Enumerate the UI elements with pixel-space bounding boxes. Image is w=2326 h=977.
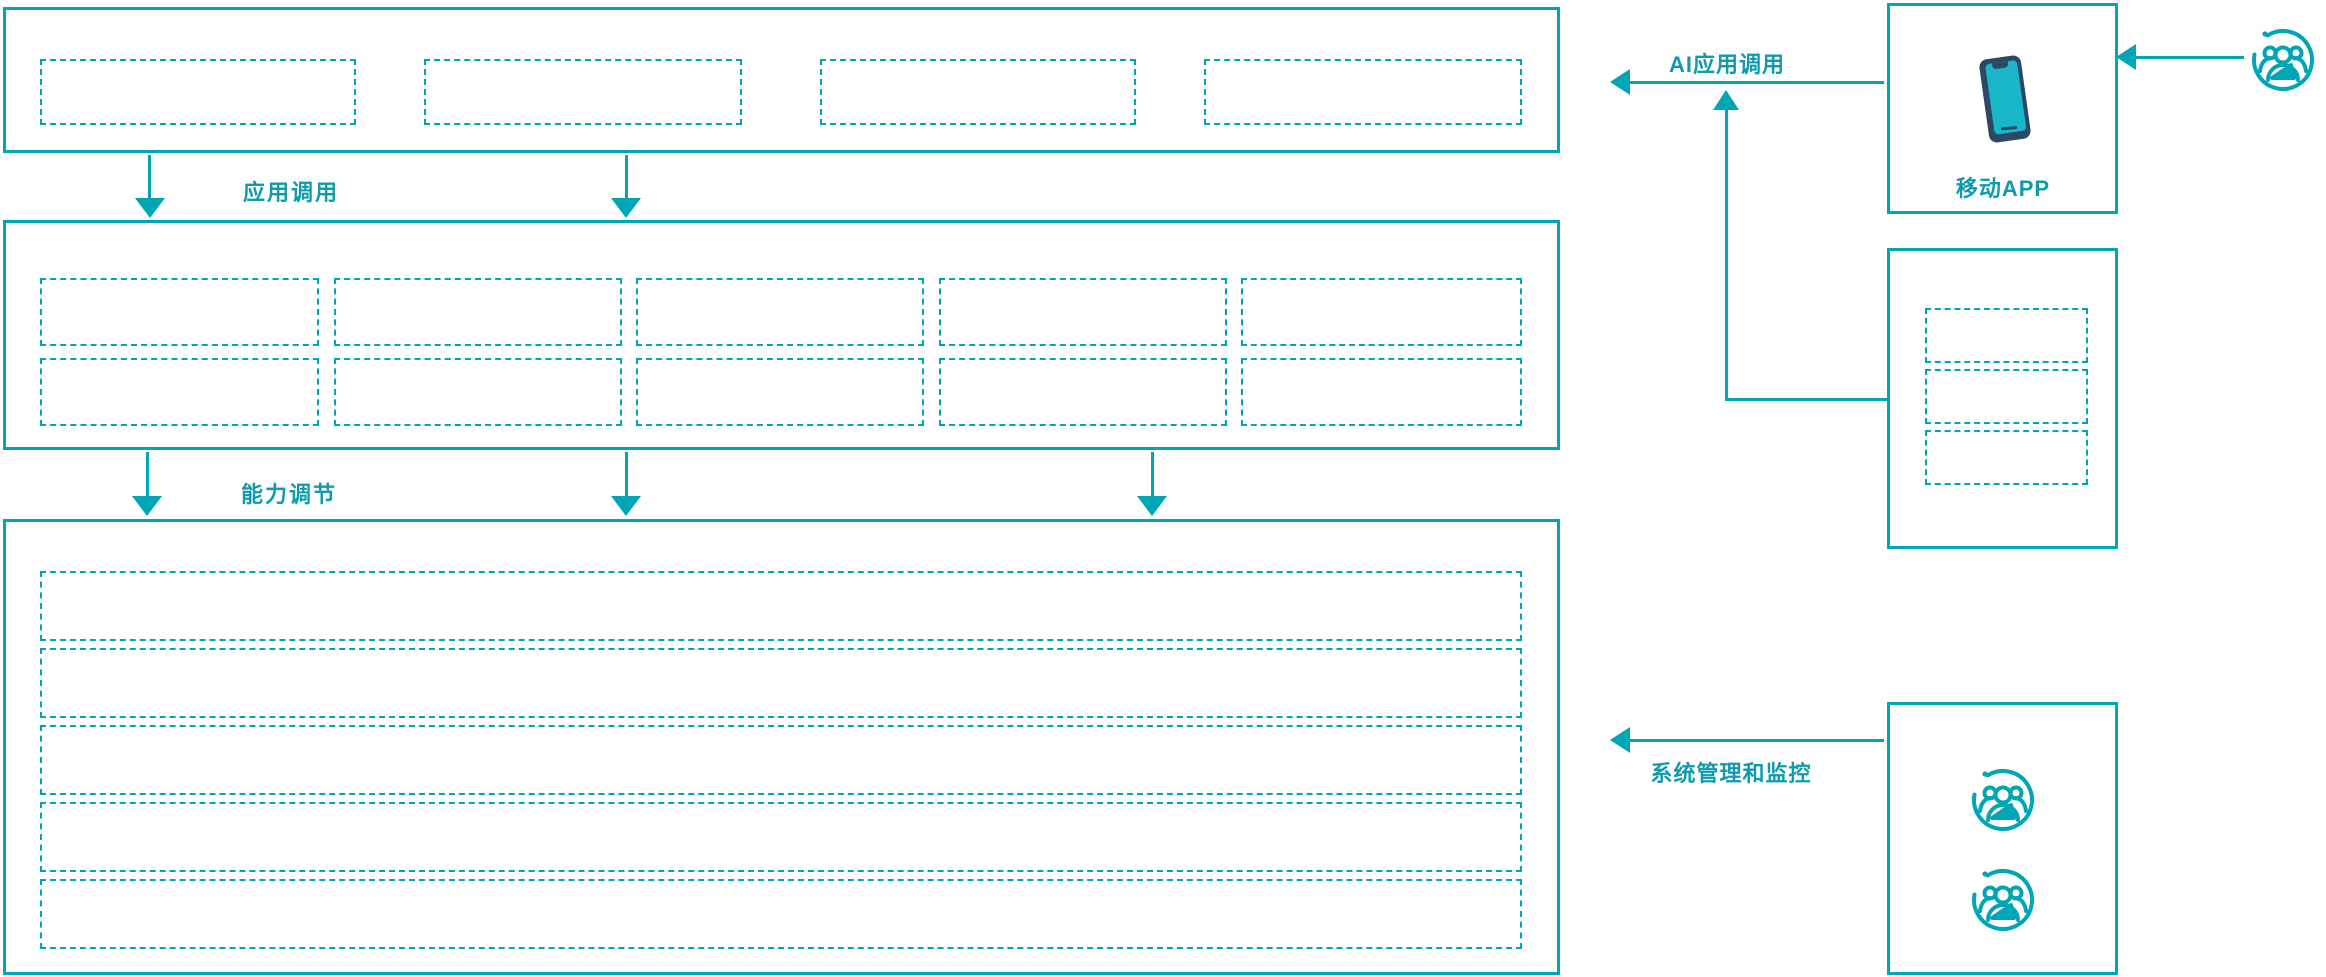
down-arrow-head (611, 496, 641, 516)
capability-placeholder (334, 278, 622, 346)
platform-placeholder-row (40, 725, 1522, 795)
system-monitor-label: 系统管理和监控 (1650, 761, 1812, 786)
platform-placeholder-row (40, 879, 1522, 949)
down-arrow-head (135, 198, 165, 218)
app-placeholder (820, 59, 1136, 125)
left-arrow-head (1610, 69, 1630, 95)
platform-placeholder-row (40, 802, 1522, 872)
api-placeholder (1925, 308, 2088, 363)
smartphone-icon (1978, 54, 2032, 144)
api-placeholder (1925, 369, 2088, 424)
app-placeholder (40, 59, 356, 125)
capability-placeholder (40, 278, 319, 346)
app-layer-box (3, 7, 1560, 153)
up-arrow-head (1713, 90, 1739, 110)
down-arrow (625, 452, 628, 496)
capability-placeholder (1241, 358, 1522, 426)
user-group-icon (1972, 769, 2034, 831)
capability-placeholder (939, 358, 1227, 426)
capability-adjust-label: 能力调节 (241, 482, 338, 507)
down-arrow (148, 155, 151, 199)
down-arrow-head (611, 198, 641, 218)
api-placeholder (1925, 430, 2088, 485)
capability-placeholder (334, 358, 622, 426)
left-arrow-head (1610, 727, 1630, 753)
down-arrow (1151, 452, 1154, 496)
left-arrow (1630, 739, 1884, 742)
down-arrow-head (132, 496, 162, 516)
capability-layer-box (3, 220, 1560, 450)
down-arrow (625, 155, 628, 199)
capability-placeholder (636, 358, 924, 426)
admin-box (1887, 702, 2118, 975)
app-call-label: 应用调用 (243, 180, 340, 205)
ai-app-call-label: AI应用调用 (1668, 52, 1786, 77)
capability-placeholder (939, 278, 1227, 346)
platform-placeholder-row (40, 571, 1522, 641)
mobile-app-box (1887, 3, 2118, 214)
up-elbow-arrow (1725, 108, 1728, 400)
down-arrow-head (1137, 496, 1167, 516)
up-elbow-arrow (1725, 398, 1887, 401)
down-arrow (146, 452, 149, 496)
app-placeholder (424, 59, 742, 125)
user-group-icon (1972, 869, 2034, 931)
left-arrow-head (2116, 44, 2136, 70)
capability-placeholder (1241, 278, 1522, 346)
smartphone-screen (1984, 59, 2027, 135)
left-arrow (2136, 56, 2244, 59)
platform-placeholder-row (40, 648, 1522, 718)
left-arrow (1630, 81, 1884, 84)
capability-placeholder (636, 278, 924, 346)
app-placeholder (1204, 59, 1522, 125)
platform-layer-box (3, 519, 1560, 975)
capability-placeholder (40, 358, 319, 426)
user-group-icon (2252, 28, 2314, 91)
mobile-app-label: 移动APP (1955, 176, 2051, 201)
